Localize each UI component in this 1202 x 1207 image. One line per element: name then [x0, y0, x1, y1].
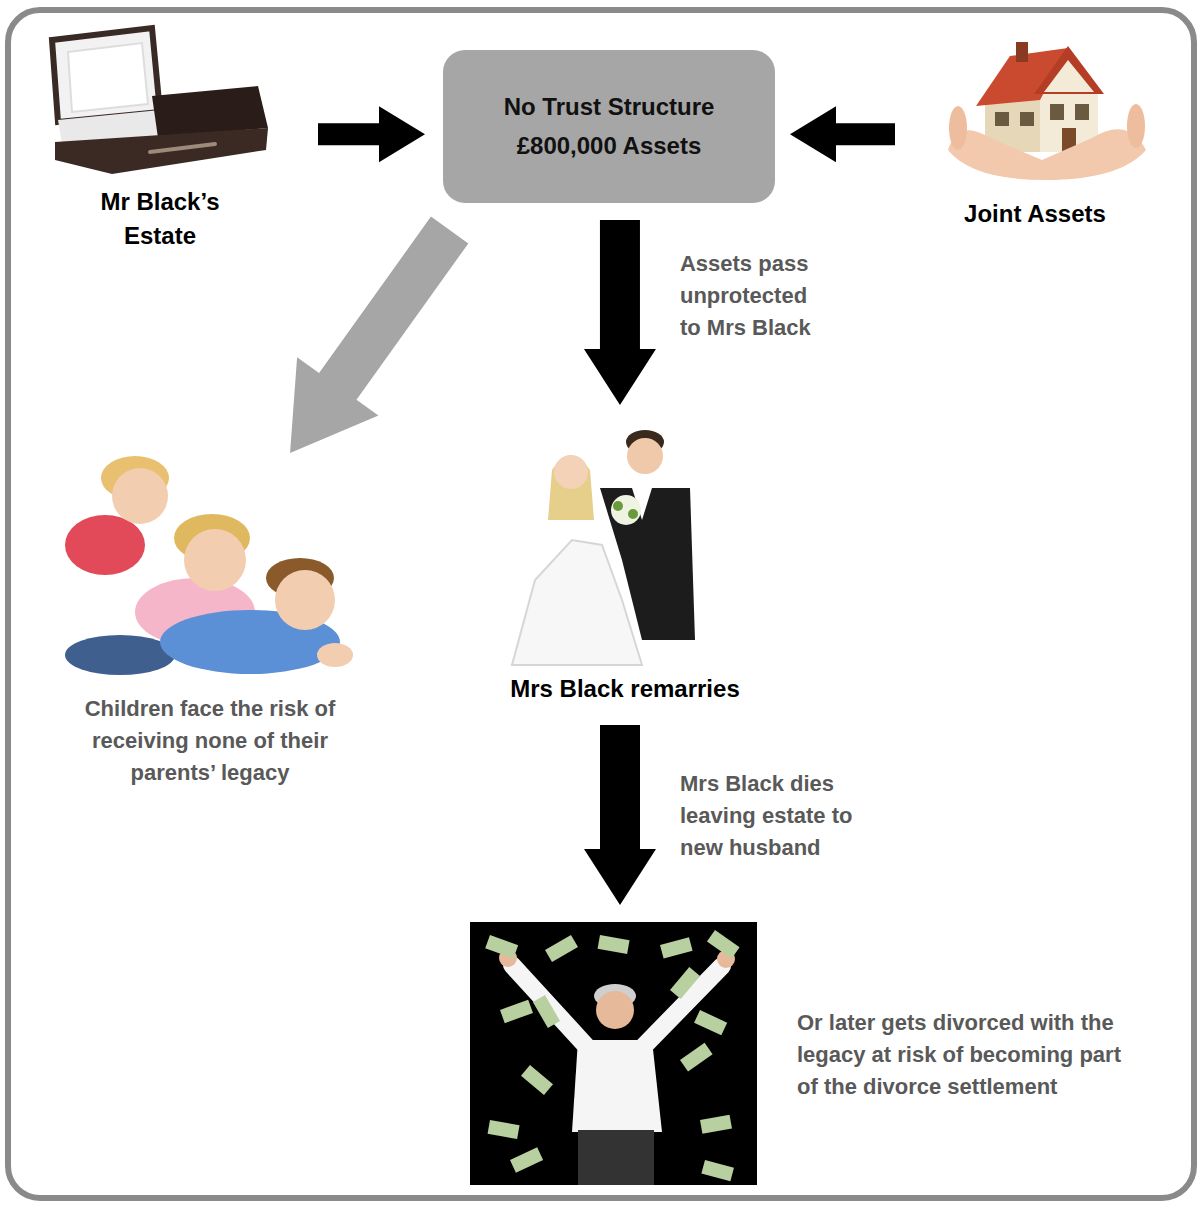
remarriage-node: Mrs Black remarries: [500, 430, 750, 710]
picture-caption: Mr Black’s Estate: [80, 185, 240, 252]
picture-caption: Or later gets divorced with the legacy a…: [797, 1007, 1142, 1103]
coffin-picture: [52, 28, 268, 174]
block-arrow: [290, 217, 468, 453]
picture-caption: Joint Assets: [935, 197, 1135, 231]
box-label: No Trust Structure £800,000 Assets: [469, 88, 749, 165]
block-arrow: [318, 106, 425, 162]
arrow-label: Assets pass unprotected to Mrs Black: [680, 248, 820, 344]
assets-node: Joint Assets: [920, 25, 1150, 235]
block-arrow: [584, 725, 656, 905]
block-arrow: [584, 220, 656, 405]
money-picture: [470, 922, 757, 1185]
divorce-node: Or later gets divorced with the legacy a…: [470, 922, 1150, 1185]
process-box: No Trust Structure £800,000 Assets: [443, 50, 775, 203]
block-arrow: [790, 106, 895, 162]
estate-node: Mr Black’s Estate: [40, 25, 280, 257]
house-picture: [948, 42, 1146, 180]
picture-caption: Children face the risk of receiving none…: [65, 693, 355, 789]
picture-caption: Mrs Black remarries: [500, 672, 750, 706]
wedding-picture: [512, 430, 695, 665]
outer-frame: [8, 10, 1194, 1198]
arrow-label: Mrs Black dies leaving estate to new hus…: [680, 768, 870, 864]
children-picture: [65, 456, 353, 675]
children-node: Children face the risk of receiving none…: [65, 450, 355, 793]
